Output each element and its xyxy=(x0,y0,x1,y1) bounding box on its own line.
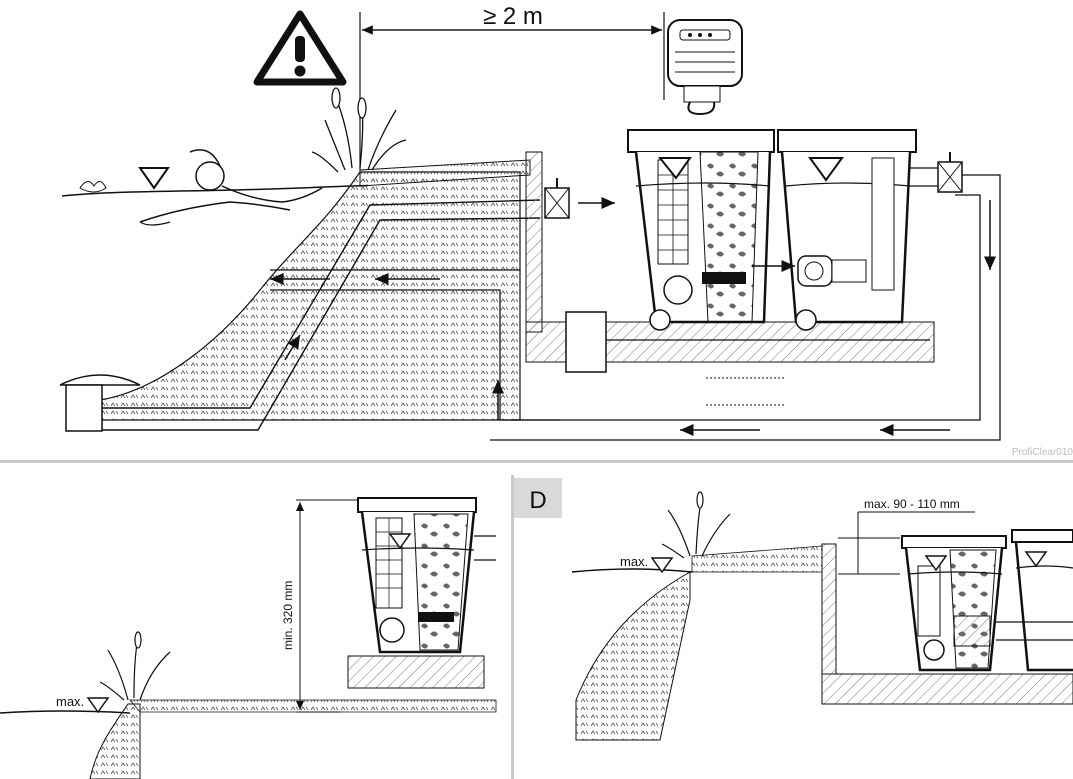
floor-drain xyxy=(59,374,141,432)
water-level-icon xyxy=(86,697,110,714)
ground-strip-left xyxy=(129,699,497,713)
warning-icon xyxy=(253,10,347,86)
filter-chamber-sunk-2 xyxy=(996,529,1073,672)
inlet-pipe-inner xyxy=(102,217,541,431)
ground-strip-right xyxy=(691,545,823,573)
reed-plant-icon xyxy=(661,491,731,559)
inlet-pipe-outer xyxy=(102,199,541,409)
bottom-right-panel: D max. max. 90 - 110 mm xyxy=(514,478,1073,741)
lily-icon xyxy=(79,181,107,193)
bank-left xyxy=(89,703,141,779)
embankment xyxy=(99,171,521,421)
distance-label: ≥ 2 m xyxy=(483,3,543,30)
filter-chamber-1 xyxy=(627,129,775,324)
wall-right xyxy=(821,543,837,675)
water-level-label-right: max. xyxy=(620,554,648,569)
depth-label: max. 90 - 110 mm xyxy=(864,497,960,511)
panel-letter: D xyxy=(529,487,546,514)
filter-chamber-sunk xyxy=(901,535,1007,672)
pump-housing xyxy=(565,311,607,373)
filter-chamber-2 xyxy=(777,129,917,324)
outlet-valve xyxy=(910,152,963,193)
top-panel: ≥ 2 m xyxy=(59,2,1073,458)
vertical-divider xyxy=(511,475,514,779)
base-right xyxy=(821,673,1073,705)
bottom-left-panel: max. min. 320 mm xyxy=(0,497,497,779)
filter-chamber-raised xyxy=(357,497,496,654)
water-level-icon xyxy=(138,167,170,190)
height-label: min. 320 mm xyxy=(281,581,295,650)
inlet-valve xyxy=(544,178,615,219)
water-level-icon xyxy=(650,557,674,574)
uv-clarifier xyxy=(752,255,867,287)
image-code: ProfiClear010 xyxy=(1012,447,1073,458)
swimmer-icon xyxy=(139,149,323,226)
wall xyxy=(525,151,543,333)
water-level-label-left: max. xyxy=(56,694,84,709)
raised-base xyxy=(347,655,485,689)
bank-right xyxy=(575,571,691,741)
reed-plant-icon xyxy=(311,87,407,173)
distance-dimension: ≥ 2 m xyxy=(359,2,665,170)
control-unit-icon xyxy=(667,19,743,116)
horizontal-divider xyxy=(0,460,1073,463)
panel-tag xyxy=(514,478,562,518)
reed-plant-icon xyxy=(99,631,171,701)
